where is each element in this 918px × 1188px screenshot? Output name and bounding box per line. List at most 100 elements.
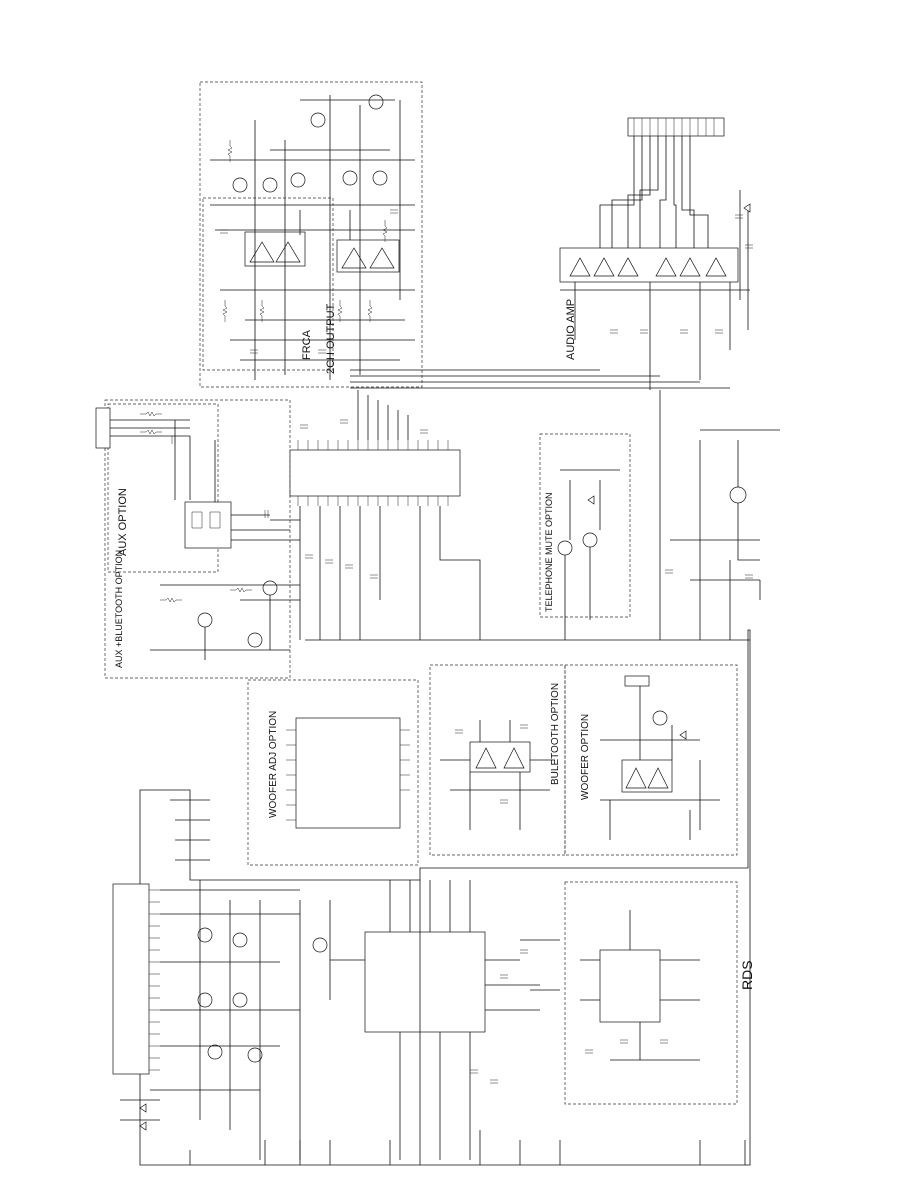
frca-jumper-dashed	[202, 197, 334, 371]
title-rds: RDS	[739, 960, 755, 990]
aux-wiring	[110, 419, 300, 660]
telephone-mute-block	[557, 469, 620, 640]
audio-amp-wiring	[350, 136, 750, 390]
transistor-q	[207, 1044, 223, 1060]
mute-control-block	[659, 390, 780, 640]
mute-wiring	[659, 390, 780, 640]
title-audio-amp: AUDIO AMP	[565, 299, 577, 360]
audio-amp-ic	[559, 247, 739, 283]
transistor-q	[372, 170, 388, 186]
transistor-q	[197, 612, 213, 628]
opamp-symbol	[679, 257, 701, 277]
title-woofer-adj: WOOFER ADJ OPTION	[268, 711, 279, 818]
box-rds	[564, 881, 738, 1105]
title-aux-option: AUX OPTION	[117, 488, 129, 556]
opamp-symbol	[249, 241, 275, 263]
transistor-q	[232, 992, 248, 1008]
diode-symbol	[679, 730, 687, 740]
box-woofer-adj	[247, 679, 419, 866]
transistor-q	[557, 540, 573, 556]
processor-wiring	[330, 880, 560, 1160]
rds-block	[580, 910, 700, 1061]
bluetooth-caps	[455, 724, 528, 804]
transistor-q	[310, 112, 326, 128]
processor-ic	[364, 931, 486, 1033]
diode-symbol	[139, 1121, 147, 1131]
transistor-q	[247, 632, 263, 648]
transistor-q	[729, 486, 747, 504]
transistor-q	[368, 94, 384, 110]
speaker-connector	[627, 117, 725, 137]
box-telephone-mute	[539, 433, 631, 618]
diode-symbol	[139, 1103, 147, 1113]
tuner-wiring	[120, 799, 331, 1160]
selector-ic-block	[220, 390, 481, 640]
transistor-q	[232, 177, 248, 193]
woofer-connector	[624, 675, 650, 687]
opamp-symbol	[647, 767, 669, 789]
woofer-wiring	[600, 686, 720, 840]
title-frca: FRCA	[301, 329, 313, 360]
mute-caps	[665, 569, 753, 579]
tuner-block	[112, 799, 331, 1160]
title-woofer: WOOFER OPTION	[580, 714, 591, 800]
title-aux-bluetooth: AUX +BLUETOOTH OPTION	[114, 550, 124, 668]
transistor-q	[290, 172, 306, 188]
audio-amp-caps	[610, 214, 753, 334]
woofer-adj-block	[286, 717, 410, 829]
connector-pins	[633, 118, 715, 136]
title-2ch-output: 2CH OUTPUT	[325, 303, 337, 374]
rds-wiring	[580, 910, 700, 1061]
audio-amp-block	[350, 117, 753, 390]
opamp-symbol	[569, 257, 591, 277]
transistor-q	[312, 937, 328, 953]
lower-block-outline	[139, 629, 751, 1166]
aux-bluetooth-block	[95, 407, 300, 660]
transistor-q	[247, 1047, 263, 1063]
transistor-q	[582, 532, 598, 548]
aux-connector	[95, 407, 111, 449]
diode-symbol	[743, 203, 751, 213]
frca-resistors	[222, 140, 388, 322]
bluetooth-wiring	[440, 720, 555, 830]
transistor-q	[262, 580, 278, 596]
box-frca-2ch-output	[199, 81, 423, 388]
box-bluetooth	[429, 664, 566, 856]
opamp-symbol	[475, 747, 497, 769]
opamp-symbol	[617, 257, 639, 277]
rds-ic	[599, 949, 661, 1023]
frca-capacitors	[220, 209, 398, 354]
box-woofer	[564, 664, 738, 856]
selector-ic-caps	[300, 419, 428, 579]
opamp-symbol	[655, 257, 677, 277]
transistor-q	[342, 170, 358, 186]
processor-block	[330, 880, 560, 1160]
bus-lines	[189, 639, 750, 1165]
box-aux-bluetooth	[104, 399, 291, 679]
aux-resistors	[140, 411, 252, 603]
transistor-q	[197, 927, 213, 943]
opamp-symbol	[369, 247, 395, 269]
selector-ic-pins	[297, 440, 449, 506]
woofer-block	[600, 675, 720, 840]
aux-switch-ic	[184, 501, 232, 549]
opamp-symbol	[593, 257, 615, 277]
opamp-symbol	[705, 257, 727, 277]
transistor-q	[652, 710, 668, 726]
opamp-symbol	[625, 767, 647, 789]
tuner-pins	[149, 889, 160, 1071]
box-aux-option	[107, 403, 219, 573]
woofer-adj-pins	[286, 729, 410, 821]
selector-ic	[289, 449, 461, 497]
transistor-q	[197, 992, 213, 1008]
diode-symbol	[587, 495, 595, 505]
title-bluetooth: BULETOOTH OPTION	[550, 683, 561, 785]
tel-mute-wiring	[560, 469, 620, 640]
opamp-symbol	[275, 241, 301, 263]
bluetooth-block	[440, 720, 555, 830]
frca-wiring	[210, 95, 415, 380]
processor-caps	[470, 949, 528, 1084]
aux-caps	[171, 436, 269, 518]
tuner-module	[112, 883, 150, 1075]
